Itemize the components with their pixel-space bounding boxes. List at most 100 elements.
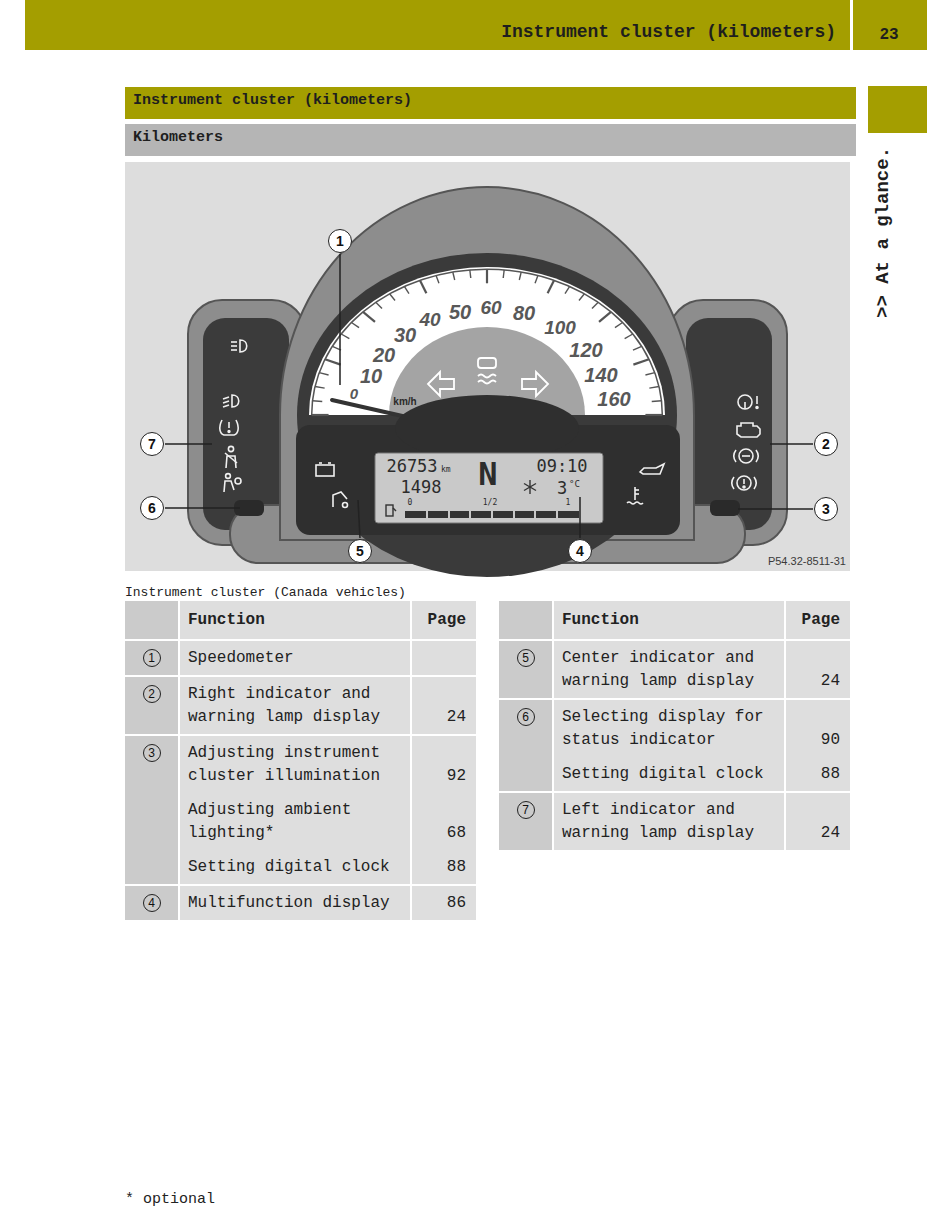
table-cell-text: Right indicator and warning lamp display: [188, 683, 404, 729]
speed-mark: 0: [350, 386, 358, 401]
table-item: Adjusting ambient lighting*68: [180, 793, 476, 850]
table-cell-text: 88: [447, 856, 466, 879]
function-cell: Center indicator and warning lamp displa…: [554, 641, 784, 698]
right-warning-symbols: [734, 450, 736, 462]
illustration-ground: [125, 162, 850, 571]
callout-number: 4: [143, 894, 161, 912]
fuel-gauge: [426, 511, 428, 518]
number-cell: 4: [125, 886, 180, 920]
left-warning-symbols: [231, 345, 237, 347]
callout-number: 2: [143, 685, 161, 703]
speedometer-scale: [390, 294, 395, 301]
number-cell: 3: [125, 736, 180, 884]
table-cell-text: Adjusting instrument cluster illuminatio…: [188, 742, 404, 788]
row-items: Selecting display for status indicator 90…: [554, 700, 850, 791]
function-table: FunctionPage5Center indicator and warnin…: [499, 601, 850, 850]
panel-symbols: [635, 489, 639, 491]
odometer-value: 26753: [386, 458, 437, 475]
snowflake-symbol: [524, 480, 536, 494]
left-warning-symbols: [240, 340, 247, 352]
callout-number: 5: [348, 539, 372, 563]
speedometer-scale: [325, 359, 341, 364]
panel-symbols: [333, 492, 347, 507]
table-item: FunctionPage: [554, 601, 850, 639]
panel-symbols: [635, 493, 639, 495]
speed-mark: 160: [597, 389, 630, 409]
leader-lines: [165, 443, 212, 445]
speedometer-scale: [652, 400, 662, 402]
table-cell-text: Setting digital clock: [188, 856, 404, 879]
table-item: Left indicator and warning lamp display2…: [554, 793, 850, 850]
function-cell: Selecting display for status indicator: [554, 700, 784, 757]
speedometer-scale: [503, 270, 505, 278]
left-warning-symbols: [228, 446, 233, 451]
leader-lines: [579, 497, 581, 538]
fuel-gauge: [427, 511, 557, 518]
display-panel: [395, 395, 579, 461]
speed-mark: 30: [394, 325, 416, 345]
speedometer-scale: [645, 373, 654, 375]
speed-mark: 80: [513, 303, 535, 323]
center-warning-symbols: [522, 372, 548, 396]
section-heading-band: Instrument cluster (kilometers): [125, 87, 856, 119]
heading-text: >> At a glance.: [871, 147, 895, 318]
snowflake-symbol: [524, 484, 536, 491]
speedometer-scale: [592, 302, 598, 308]
speedometer-scale: [453, 272, 455, 280]
number-cell: 2: [125, 677, 180, 734]
table-cell-text: 24: [821, 822, 840, 845]
speed-mark: 50: [449, 302, 471, 322]
row-items: Multifunction display 86: [180, 886, 476, 920]
side-tab-block: [868, 86, 927, 133]
left-warning-symbols: [235, 478, 241, 484]
callout-number: 1: [143, 649, 161, 667]
leader-lines: [770, 443, 813, 445]
table-cell-text: 86: [447, 892, 466, 915]
function-cell: Function: [180, 601, 410, 639]
speedometer-scale: [649, 387, 659, 389]
table-row: 6Selecting display for status indicator9…: [499, 698, 850, 791]
table-cell-text: Multifunction display: [188, 892, 404, 915]
panel-symbols: [343, 503, 348, 508]
unit-label: km/h: [393, 397, 416, 407]
table-row: Function Page: [125, 601, 476, 639]
callout-number: 1: [328, 229, 352, 253]
speedometer-scale: [363, 312, 375, 322]
table-row: 7Left indicator and warning lamp display…: [499, 791, 850, 850]
left-warning-symbols: [220, 340, 247, 492]
speedometer-scale: [319, 373, 328, 375]
leader-lines: [165, 254, 813, 538]
page-cell: 24: [784, 641, 850, 698]
page-cell: 24: [784, 793, 850, 850]
table-cell-text: Page: [428, 609, 466, 632]
table-cell-text: Speedometer: [188, 647, 404, 670]
function-cell: Function: [554, 601, 784, 639]
function-cell: Setting digital clock: [554, 757, 784, 791]
right-warning-symbols: [738, 395, 752, 409]
speedometer-scale: [565, 286, 570, 293]
control-buttons: [234, 500, 740, 516]
cluster-housing: [686, 318, 772, 530]
right-warning-symbols: [737, 423, 760, 437]
left-warning-symbols: [228, 422, 230, 428]
center-warning-symbols: [478, 358, 496, 368]
speed-mark: 60: [480, 298, 501, 317]
table-cell-text: 92: [447, 765, 466, 788]
page-cell: 68: [410, 793, 476, 850]
display-panel: [375, 453, 603, 523]
function-cell: Speedometer: [180, 641, 410, 675]
leader-lines: [165, 507, 240, 509]
figure-caption: Instrument cluster (Canada vehicles): [125, 584, 406, 601]
unit-label: km: [441, 466, 451, 474]
table-cell-text: 24: [821, 670, 840, 693]
center-warning-symbols: [428, 372, 454, 396]
display-panel: [296, 395, 680, 535]
unit-label: °C: [569, 480, 580, 489]
left-warning-symbols: [232, 395, 239, 407]
fuel-gauge: [448, 511, 450, 518]
right-warning-symbols: [756, 407, 758, 409]
panel-symbols: [316, 465, 334, 476]
right-warning-symbols: [737, 476, 751, 490]
table-cell-text: 90: [821, 729, 840, 752]
right-warning-symbols: [732, 395, 760, 490]
